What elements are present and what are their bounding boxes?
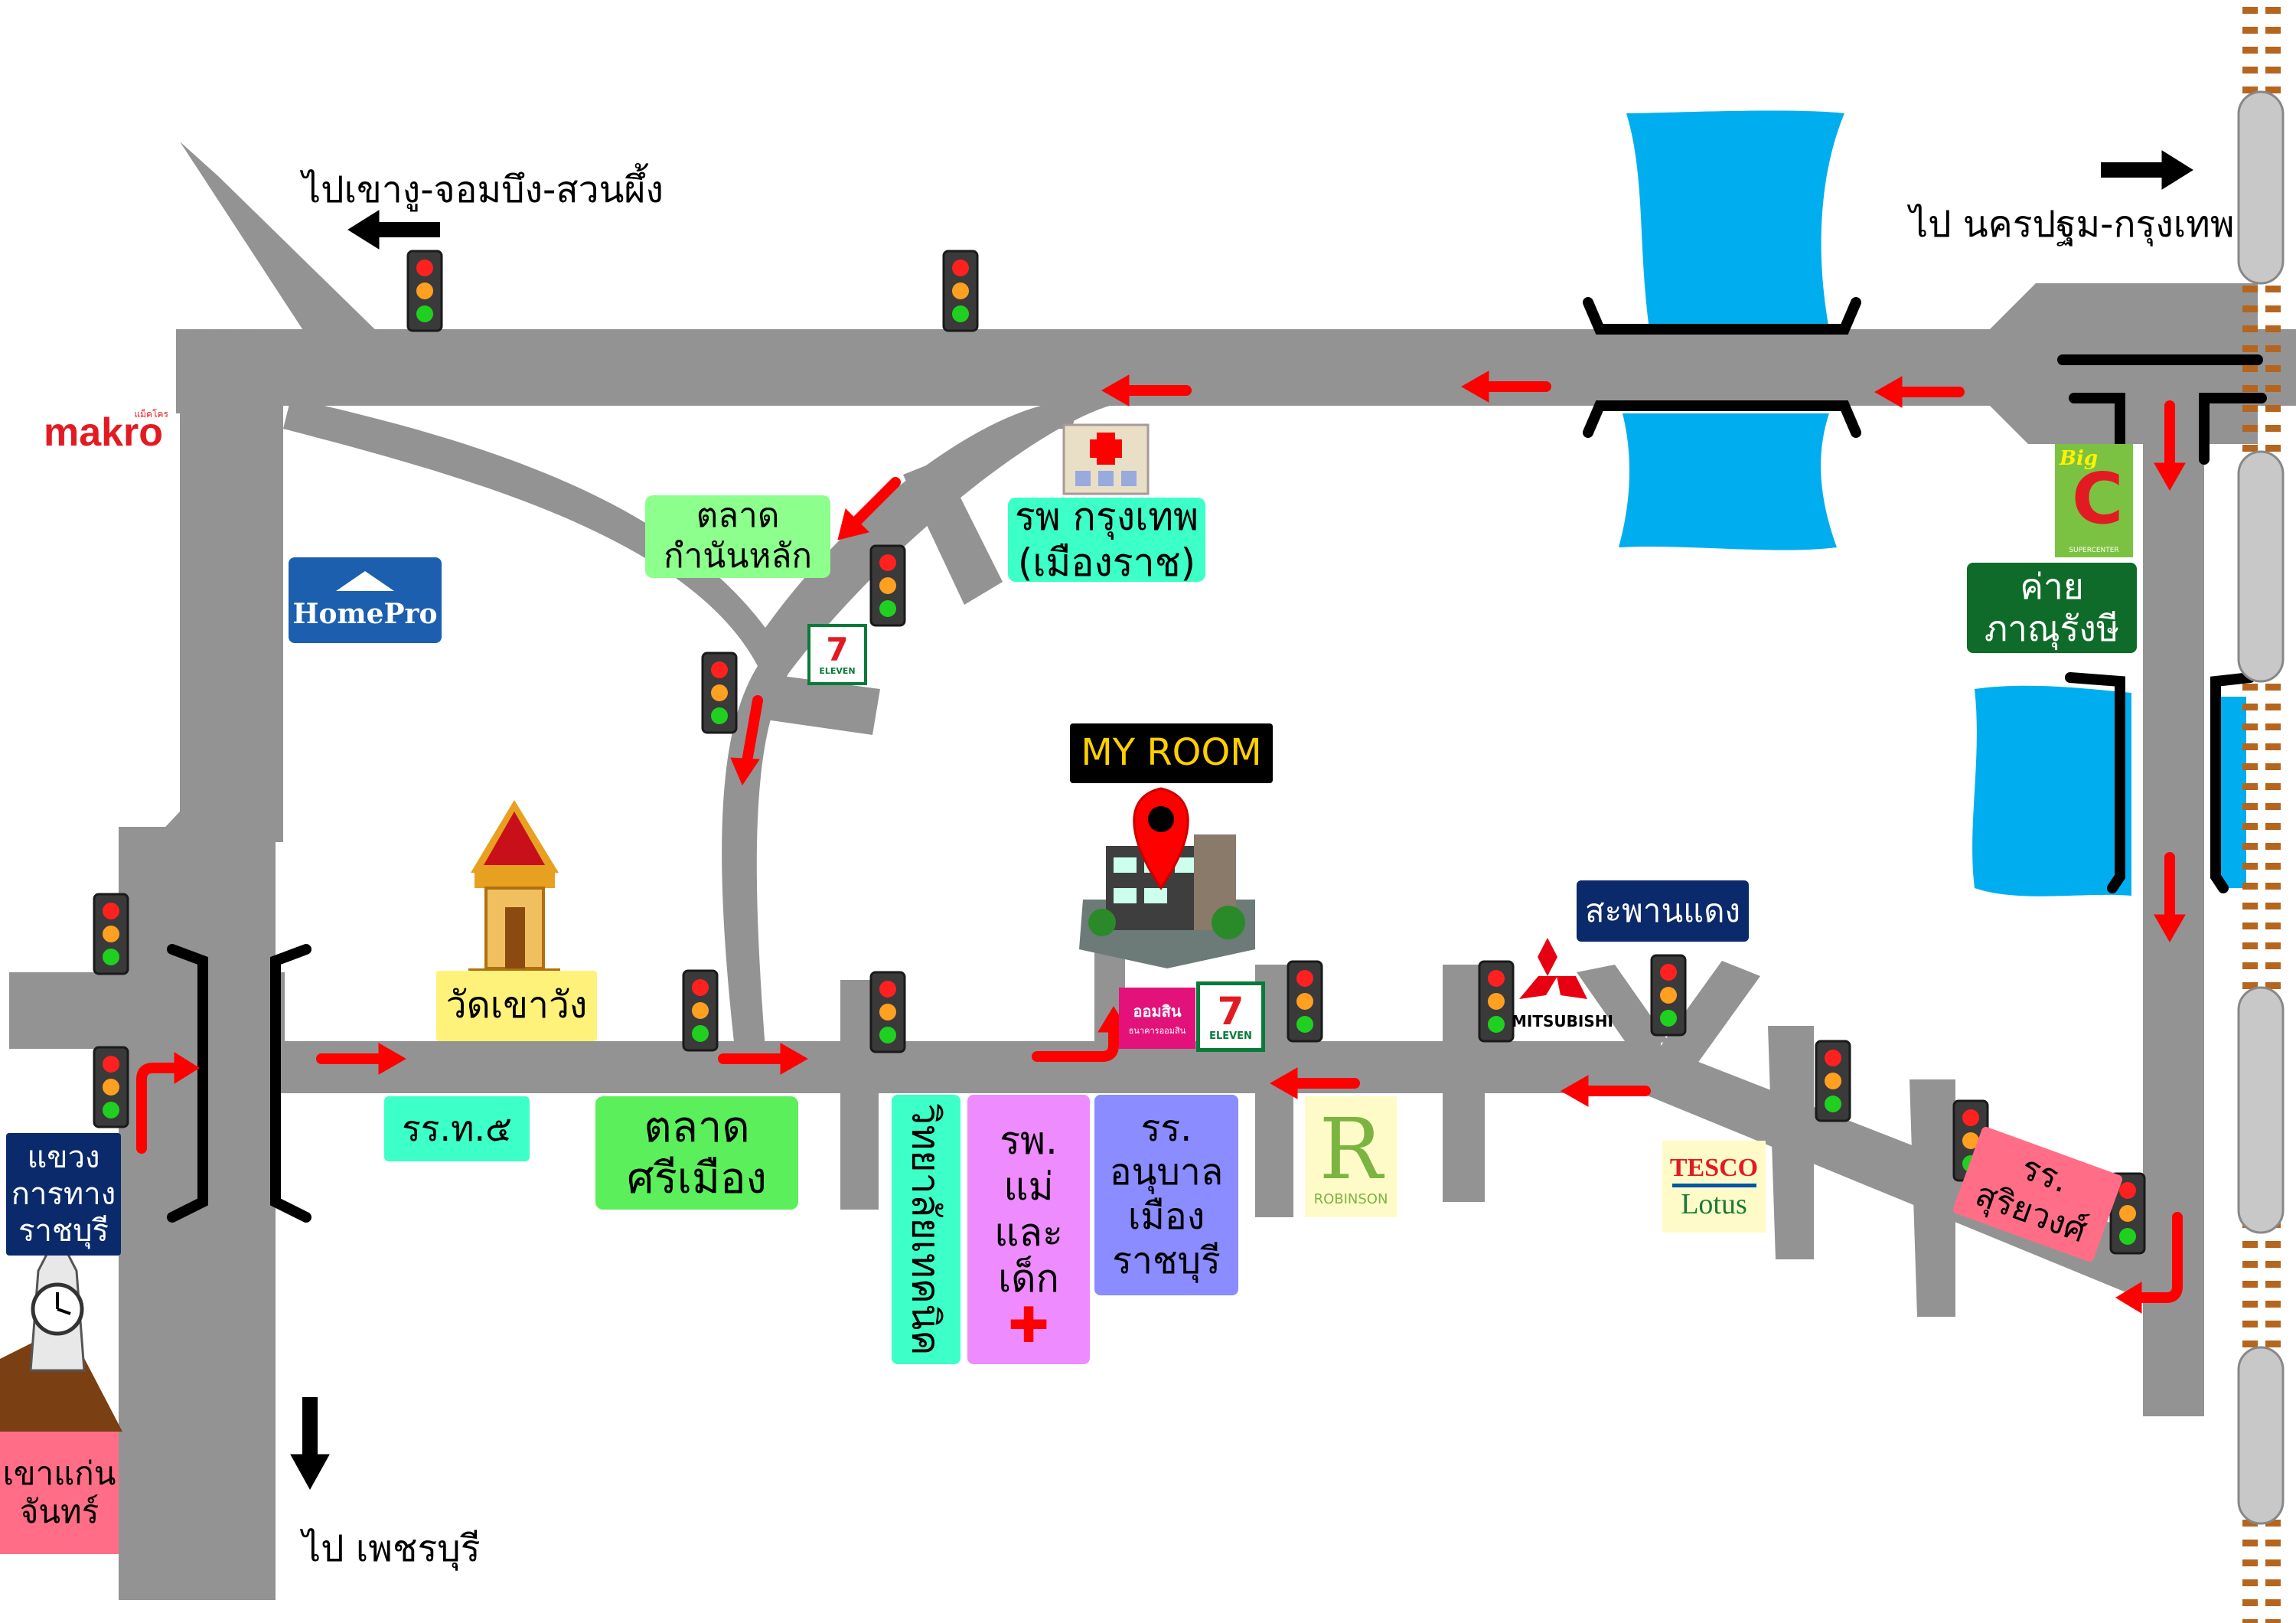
label-camp-line1: ค่าย [2020,565,2084,607]
traffic-arrows [136,371,2186,1314]
homepro-logo-text: HomePro [292,598,438,630]
red-cross-icon: ✚ [1008,1298,1049,1354]
mitsubishi-logo-text: MITSUBISHI [1512,1012,1613,1030]
label-hospital-mc-line4: เด็ก [998,1256,1059,1301]
label-market-kamnan-line1: ตลาด [696,496,780,536]
temple-icon [468,800,560,976]
bank-logo-sub: ธนาคารออมสิน [1128,1026,1186,1036]
rivers [1619,110,2246,896]
direction-label-khaongu: ไปเขางู-จอมบึง-สวนผึ้ง [302,168,664,211]
seven-eleven-logo-north: 7 ELEVEN [807,624,867,685]
label-hospital-bangkok-line1: รพ กรุงเทพ [1014,495,1199,539]
label-market-kamnan-line2: กำนันหลัก [663,537,813,576]
label-highway-district-line2: การทาง [11,1177,116,1212]
label-highway-district: แขวง การทาง ราชบุรี [6,1133,121,1256]
location-pin-icon [1133,787,1189,890]
direction-label-nakhonpathom: ไป นครปฐม-กรุงเทพ [1910,203,2235,246]
label-khao-kaen-chan-line1: เขาแก่น [2,1454,116,1492]
railway [2237,0,2285,1623]
seven-eleven-logo-north-text: ELEVEN [819,665,856,676]
tesco-logo-text: TESCO [1669,1153,1759,1182]
direction-label-phetchaburi: ไป เพชรบุรี [302,1527,481,1570]
label-tech-college-text: วิทยาลัยเทคนิค [904,1103,948,1356]
hospital-building-icon [1062,423,1150,495]
label-my-room: MY ROOM [1070,723,1273,783]
label-hospital-mother-child: รพ. แม่ และ เด็ก ✚ [967,1095,1090,1364]
seven-eleven-logo-myroom-text: ELEVEN [1209,1030,1252,1042]
label-wat-khaowang: วัดเขาวัง [436,971,597,1041]
direction-arrows [290,150,2193,1491]
tesco-stripe-icon [1671,1183,1756,1187]
bank-logo: ออมสิน ธนาคารออมสิน [1119,988,1195,1049]
lotus-logo-text: Lotus [1681,1187,1747,1220]
label-market-srimuang-line1: ตลาด [644,1102,750,1152]
label-market-srimuang-line2: ศรีเมือง [627,1154,767,1203]
label-market-kamnan: ตลาด กำนันหลัก [645,495,830,578]
bank-logo-text: ออมสิน [1133,1002,1182,1020]
bigc-logo-text: Big [2060,447,2099,470]
label-school-anuban-line3: เมือง [1127,1195,1205,1238]
label-school-tho5: รร.ท.๕ [384,1096,530,1161]
label-khao-kaen-chan: เขาแก่น จันทร์ [0,1432,119,1554]
robinson-logo-text: ROBINSON [1313,1190,1388,1207]
mitsubishi-icon [1519,938,1587,999]
label-hospital-mc-line3: และ [994,1210,1063,1255]
clock-tower-icon [0,1229,122,1432]
label-camp-line2: ภาณุรังษี [1984,608,2120,649]
label-camp: ค่าย ภาณุรังษี [1967,563,2137,653]
makro-logo: makro แม็คโคร [31,406,176,459]
robinson-r-icon: R [1319,1099,1383,1198]
bigc-logo: Big C SUPERCENTER [2055,444,2133,557]
makro-logo-text: makro [43,410,164,455]
label-hospital-mc-line1: รพ. [1000,1118,1058,1163]
label-school-anuban-line1: รร. [1140,1106,1192,1150]
makro-logo-sub: แม็คโคร [134,409,168,420]
homepro-logo: HomePro [289,557,442,643]
seven-icon: 7 [1217,988,1244,1034]
tesco-lotus-logo: TESCO Lotus [1662,1141,1766,1233]
label-saphan-daeng: สะพานแดง [1577,880,1749,942]
label-tech-college: วิทยาลัยเทคนิค [892,1095,960,1364]
label-school-anuban-line2: อนุบาล [1109,1151,1224,1194]
label-hospital-bangkok: รพ กรุงเทพ (เมืองราช) [1008,495,1205,585]
label-highway-district-line3: ราชบุรี [18,1213,109,1249]
bigc-logo-sub: SUPERCENTER [2069,547,2119,554]
seven-icon: 7 [826,630,849,668]
seven-eleven-logo-myroom: 7 ELEVEN [1196,981,1265,1052]
bridges [167,297,2267,1223]
label-school-anuban: รร. อนุบาล เมือง ราชบุรี [1094,1095,1238,1295]
roads [9,142,2296,1600]
bigc-c-icon: C [2072,458,2124,540]
label-school-anuban-line4: ราชบุรี [1112,1239,1221,1282]
label-khao-kaen-chan-line2: จันทร์ [19,1493,99,1530]
label-hospital-bangkok-line2: (เมืองราช) [1017,540,1196,585]
label-hospital-mc-line2: แม่ [1003,1164,1054,1209]
house-icon [336,571,394,591]
label-market-srimuang: ตลาด ศรีเมือง [595,1096,798,1210]
robinson-logo: R ROBINSON [1305,1096,1397,1217]
label-highway-district-line1: แขวง [27,1140,100,1175]
